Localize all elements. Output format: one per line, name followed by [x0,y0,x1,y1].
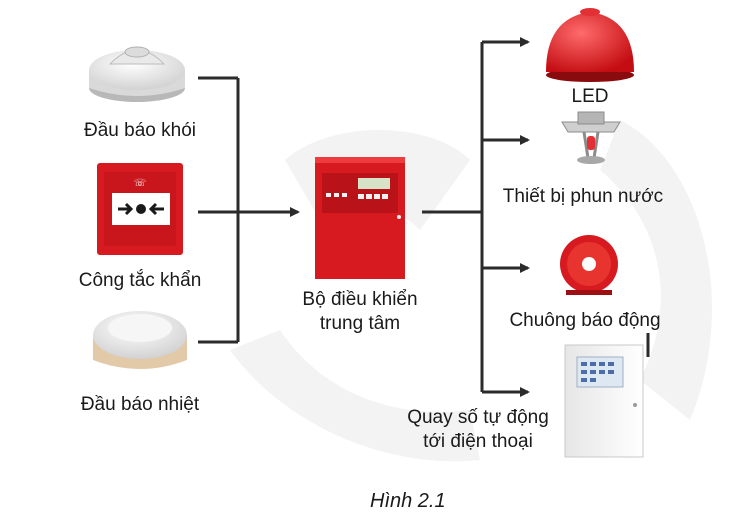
control-panel-icon [315,157,405,279]
heat-detector-label: Đầu báo nhiệt [80,394,200,415]
smoke-detector-icon [89,46,185,102]
bell-label: Chuông báo động [509,310,661,331]
heat-detector-icon [93,311,187,369]
svg-text:☏: ☏ [134,178,147,189]
led-beacon-icon [546,8,634,82]
auto-dialer-icon [564,344,644,458]
figure-caption: Hình 2.1 [370,490,446,512]
manual-call-point-icon: ☏ [97,163,183,255]
manual-switch-label: Công tắc khẩn [78,270,202,291]
connector-lines [198,37,650,397]
smoke-detector-label: Đầu báo khói [84,120,196,141]
controller-label-line1: Bộ điều khiển [302,289,418,310]
sprinkler-label: Thiết bị phun nước [502,186,664,207]
sprinkler-icon [561,111,621,164]
dialer-label-line2: tới điện thoại [423,431,533,452]
dialer-label-line1: Quay số tự động [407,407,549,428]
controller-label-line2: trung tâm [319,313,401,334]
alarm-bell-icon [560,235,618,295]
led-label: LED [571,86,609,107]
